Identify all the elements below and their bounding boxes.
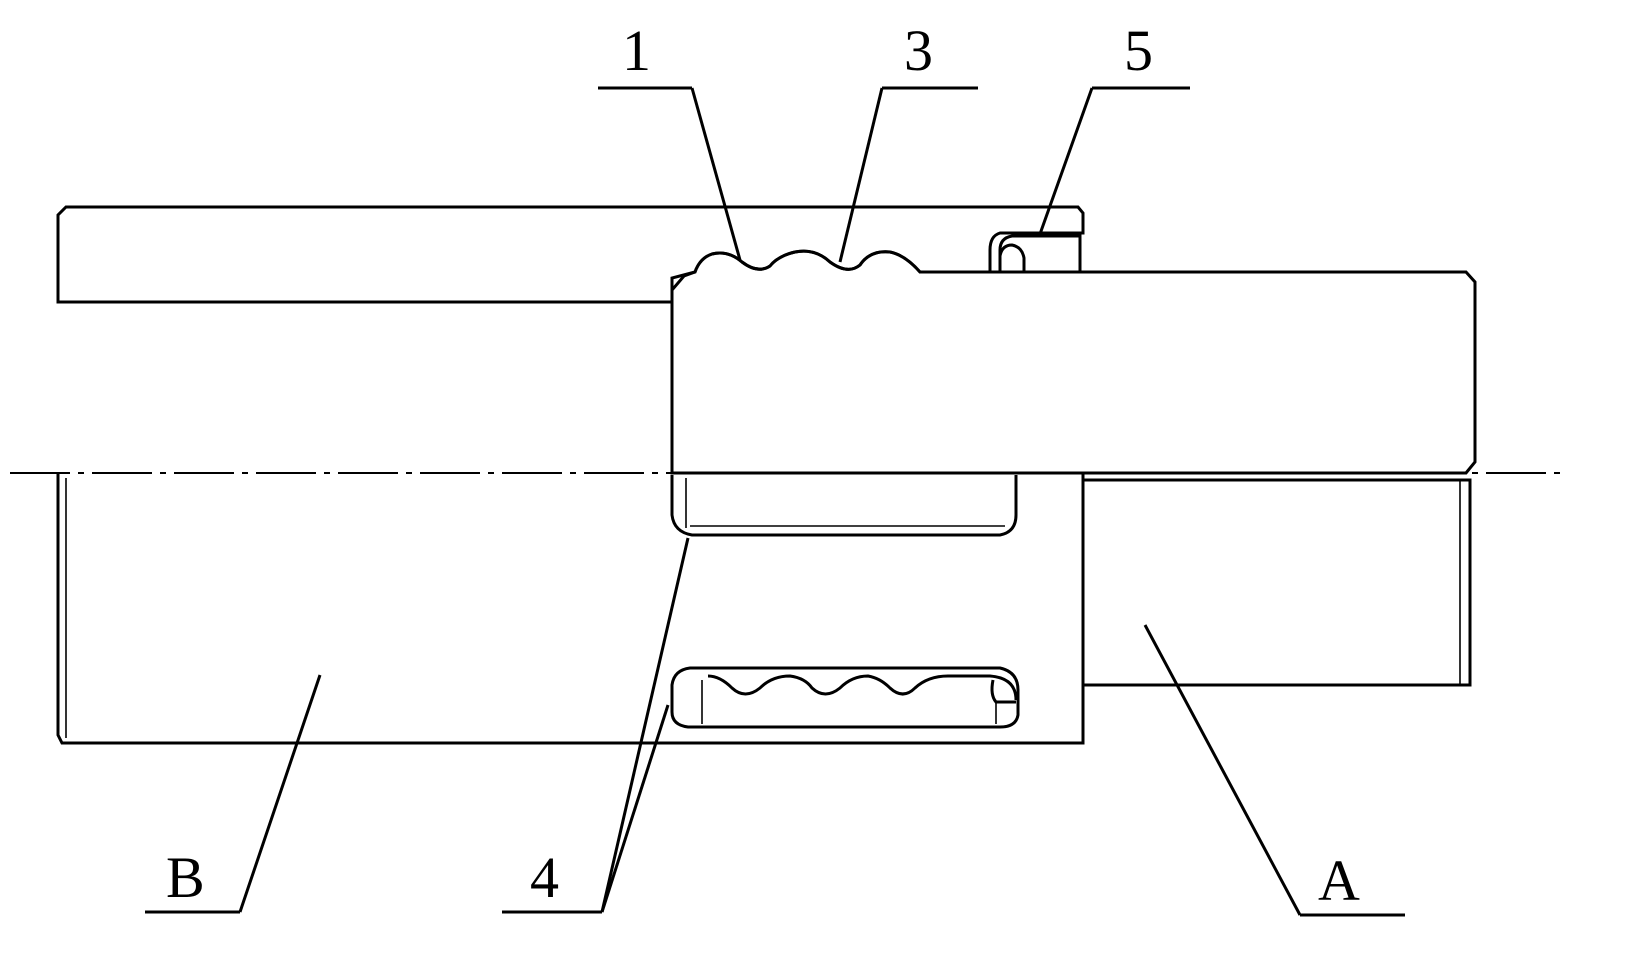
label-5: 5 [1038,18,1190,235]
svg-text:3: 3 [904,18,933,83]
sleeve-b-section [56,205,1085,304]
label-a: A [1143,624,1405,917]
slot-ring [990,679,1016,704]
svg-text:B: B [166,845,205,910]
sleeve-b-outline [56,473,1085,745]
label-1: 1 [598,18,742,261]
label-b: B [145,674,322,914]
svg-text:A: A [1318,848,1360,913]
slot-upper [670,475,1018,537]
svg-text:5: 5 [1124,18,1153,83]
svg-text:1: 1 [622,18,651,83]
slot-lower [670,666,1020,729]
svg-text:4: 4 [530,845,559,910]
label-3: 3 [838,18,978,263]
slot-thread-wave [707,674,1018,701]
groove-part-5 [998,234,1082,274]
label-4: 4 [502,537,690,914]
part-a-section [670,249,1477,475]
part-a-outline [1083,478,1472,687]
ring-part-5 [998,243,1026,272]
